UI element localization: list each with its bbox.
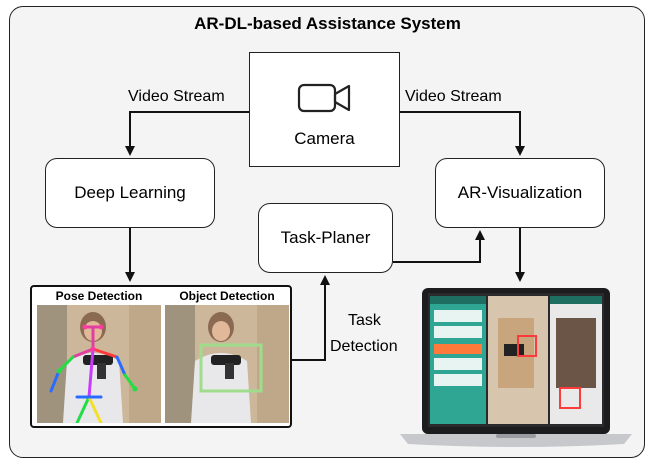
laptop-icon [400,288,632,447]
task-detection-label-line2: Detection [330,338,398,355]
diagram-title: AR-DL-based Assistance System [194,14,461,33]
object-bounding-box [199,343,263,393]
task-planer-label: Task-Planer [280,228,371,247]
deep-learning-node: Deep Learning [45,158,215,228]
pose-detection-image [37,305,161,423]
ar-visualization-label: AR-Visualization [457,183,583,202]
object-detection-image [165,305,289,423]
deep-learning-label: Deep Learning [74,183,186,202]
video-stream-right-label: Video Stream [405,88,502,105]
video-camera-icon [297,83,350,112]
detection-panel: Pose Detection Object Detection [30,285,292,428]
task-planer-node: Task-Planer [258,203,393,273]
object-detection-title: Object Detection [179,289,275,303]
camera-label: Camera [294,128,355,148]
video-stream-left-label: Video Stream [128,88,225,105]
edge-camera-to-ar-visualization [400,111,525,156]
pose-detection-title: Pose Detection [55,289,143,303]
task-detection-label-line1: Task [348,312,381,329]
ar-visualization-node: AR-Visualization [435,158,605,228]
camera-node: Camera [249,52,400,167]
edge-camera-to-deep-learning [125,111,249,156]
edge-task-planer-to-ar [393,230,485,263]
edge-task-detection [290,275,330,361]
